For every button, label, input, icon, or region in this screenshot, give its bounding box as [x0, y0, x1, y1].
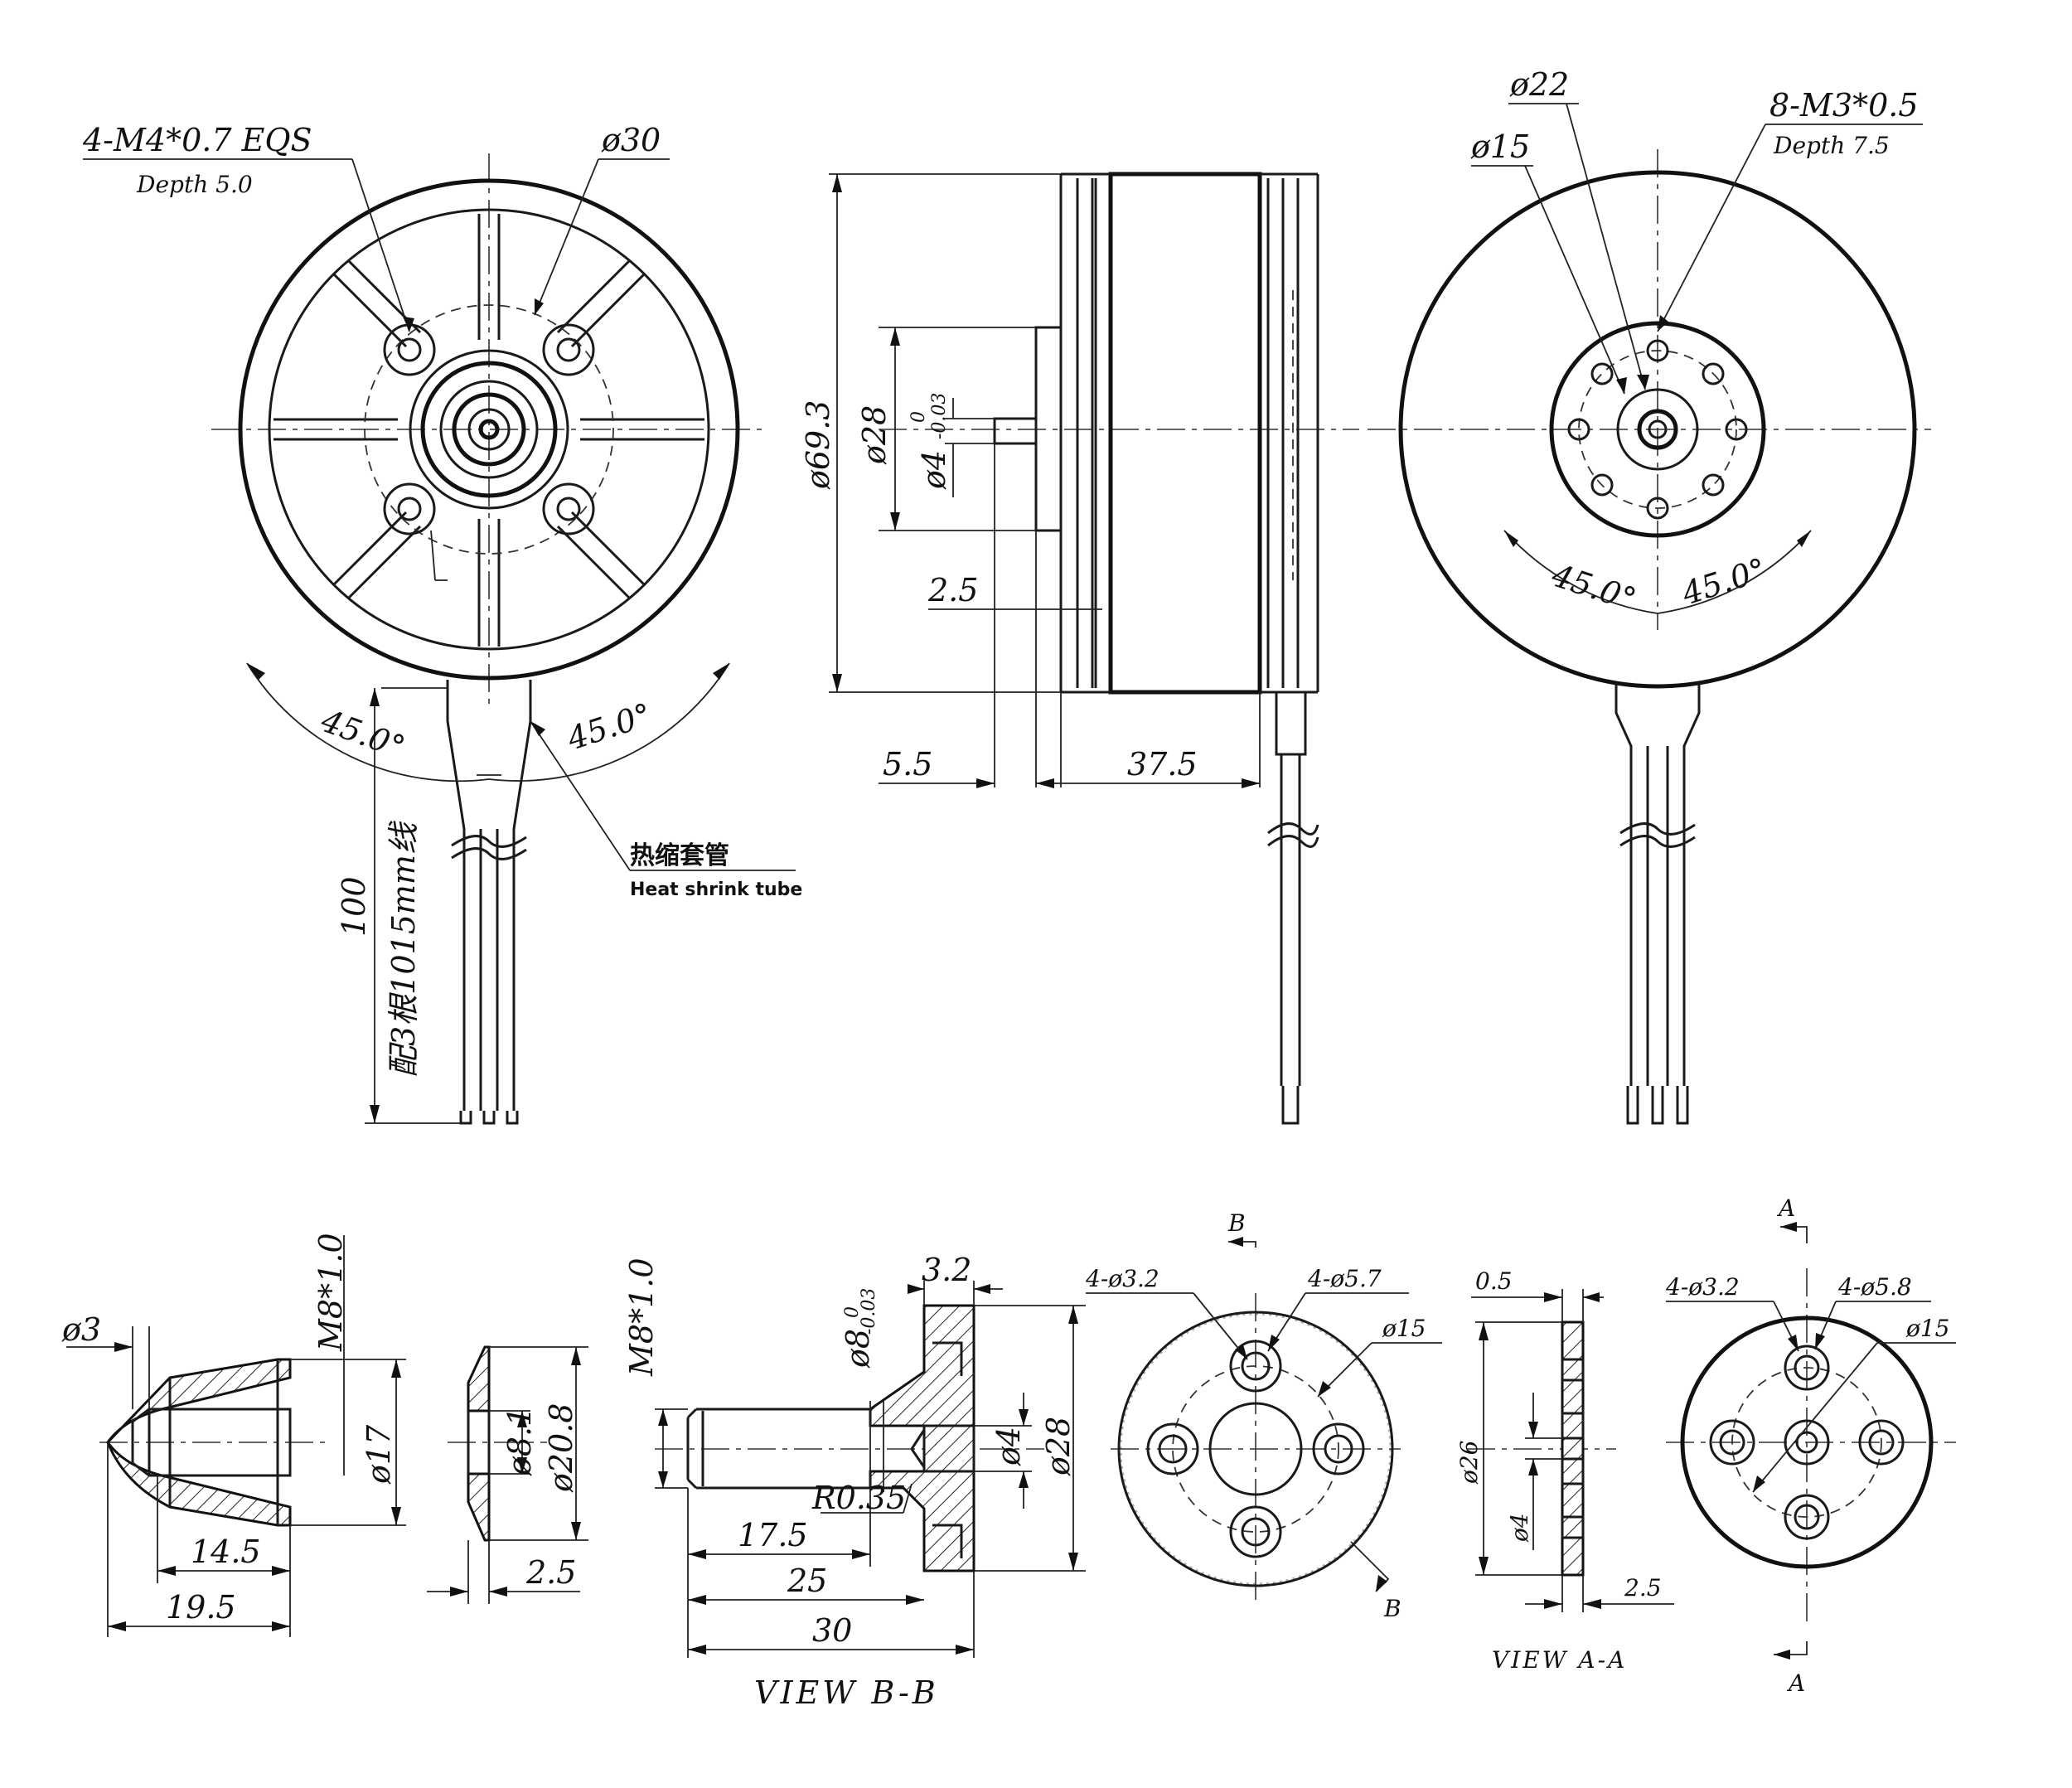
section-mark-b-top: B	[1227, 1209, 1246, 1237]
plate-face-small-holes: 4-ø3.2	[1665, 1273, 1740, 1301]
rear-thread-depth: Depth 7.5	[1773, 132, 1890, 159]
side-outer-diameter: ø69.3	[800, 400, 836, 491]
plate-section: 0.5 ø26 ø4 2.5 VIEW A-A	[1455, 1267, 1674, 1674]
side-boss-diameter: ø28	[856, 405, 893, 465]
rear-thread-holes	[1567, 339, 1748, 520]
prop-adapter-len-3: 30	[812, 1612, 852, 1649]
side-dimensions	[829, 173, 1261, 788]
front-bolt-circle: ø30	[601, 122, 661, 158]
section-mark-a-bottom: A	[1786, 1669, 1805, 1697]
side-boss-height: 2.5	[927, 572, 978, 608]
adapter-face-callouts	[1086, 1237, 1442, 1592]
front-thread-callout: 4-M4*0.7 EQS	[82, 122, 312, 158]
front-angle-left: 45.0°	[316, 702, 409, 766]
prop-nut-dims	[66, 1235, 406, 1637]
front-lead-length: 100	[336, 876, 372, 937]
washer-outer: ø20.8	[543, 1403, 579, 1494]
prop-adapter-center-bore: ø4	[990, 1427, 1027, 1466]
plate-face-large-holes: 4-ø5.8	[1837, 1273, 1912, 1301]
prop-adapter-flange-thickness: 3.2	[922, 1252, 971, 1288]
front-lead-wires	[446, 680, 532, 1125]
prop-adapter-bore-tol-lower: -0.03	[859, 1288, 879, 1335]
view-a-a-label: VIEW A-A	[1492, 1646, 1627, 1674]
prop-nut-inner-length: 14.5	[191, 1534, 261, 1570]
front-callouts	[83, 158, 796, 1124]
prop-adapter-len-1: 17.5	[738, 1517, 808, 1553]
prop-adapter-bore: ø8	[840, 1329, 876, 1369]
heat-shrink-label-cn: 热缩套管	[630, 841, 729, 870]
washer-inner: ø8.1	[501, 1407, 538, 1476]
side-shaft-tol-lower: -0.03	[929, 393, 950, 439]
side-shaft-diameter: ø4	[916, 450, 952, 490]
rear-lead-wires	[1615, 683, 1701, 1125]
prop-nut-tip-hole: ø3	[61, 1311, 101, 1348]
prop-adapter-bore-tol-upper: 0	[842, 1306, 863, 1318]
prop-adapter: M8*1.0 ø8 0 -0.03 3.2 R0.35 ø4 ø28 17.5 …	[623, 1252, 1086, 1711]
plate-face: A A 4-ø3.2 4-ø5.8 ø15	[1665, 1194, 1956, 1697]
plate-face-holes	[1709, 1345, 1905, 1540]
plate-section-dims	[1471, 1289, 1674, 1612]
section-mark-b-bottom: B	[1383, 1595, 1402, 1622]
rear-callouts	[1471, 103, 1923, 614]
side-shaft-length: 5.5	[883, 746, 932, 783]
plate-face-callouts	[1666, 1222, 1956, 1660]
side-lead-wire	[1267, 690, 1319, 1125]
prop-adapter-flange-diameter: ø28	[1040, 1417, 1077, 1476]
rear-angle-left: 45.0°	[1547, 556, 1640, 618]
view-b-b-label: VIEW B-B	[754, 1674, 939, 1711]
washer: ø8.1 ø20.8 2.5	[427, 1345, 588, 1604]
adapter-face-small-holes: 4-ø3.2	[1085, 1265, 1159, 1292]
front-mount-holes	[383, 323, 595, 535]
prop-nut-total-length: 19.5	[166, 1589, 236, 1626]
rear-thread-callout: 8-M3*0.5	[1769, 87, 1919, 124]
side-view: ø69.3 ø28 ø4 0 -0.03 2.5 5.5 37.5	[800, 172, 1359, 1125]
prop-nut-diameter: ø17	[361, 1424, 397, 1485]
front-view: 4-M4*0.7 EQS Depth 5.0 ø30 45.0° 45.0° 1…	[82, 122, 802, 1125]
adapter-face-holes	[1146, 1340, 1365, 1558]
prop-adapter-thread: M8*1.0	[623, 1257, 660, 1377]
heat-shrink-label-en: Heat shrink tube	[630, 879, 802, 900]
side-shaft-tol-upper: 0	[908, 411, 929, 423]
adapter-face-large-holes: 4-ø5.7	[1307, 1265, 1382, 1292]
rear-angle-right: 45.0°	[1677, 551, 1770, 613]
prop-adapter-len-2: 25	[787, 1563, 827, 1599]
front-thread-depth: Depth 5.0	[136, 171, 253, 198]
rear-inner-circle: ø22	[1509, 66, 1569, 103]
prop-adapter-radius: R0.35	[811, 1480, 906, 1516]
side-body-length: 37.5	[1127, 746, 1198, 783]
adapter-face-bolt-circle: ø15	[1382, 1315, 1426, 1342]
plate-section-thickness: 2.5	[1624, 1574, 1662, 1601]
plate-section-thickness-top: 0.5	[1475, 1267, 1513, 1295]
prop-adapter-dims	[655, 1281, 1086, 1658]
adapter-face: B B 4-ø3.2 4-ø5.7 ø15	[1085, 1209, 1442, 1622]
front-hub	[409, 349, 569, 510]
rear-view: ø22 ø15 8-M3*0.5 Depth 7.5 45.0° 45.0°	[1368, 66, 1931, 1125]
front-lead-wire-note: 配3根1015mm线	[385, 821, 422, 1078]
washer-thickness: 2.5	[525, 1554, 576, 1591]
plate-section-center-bore: ø4	[1506, 1513, 1533, 1543]
washer-dims	[427, 1346, 588, 1604]
prop-nut: ø3 M8*1.0 ø17 14.5 19.5	[61, 1233, 406, 1637]
section-mark-a-top: A	[1776, 1194, 1795, 1222]
plate-section-diameter: ø26	[1455, 1441, 1483, 1485]
plate-face-bolt-circle: ø15	[1905, 1315, 1950, 1342]
side-body	[993, 172, 1319, 695]
prop-nut-thread: M8*1.0	[312, 1233, 349, 1352]
rear-bolt-circle: ø15	[1470, 128, 1530, 165]
